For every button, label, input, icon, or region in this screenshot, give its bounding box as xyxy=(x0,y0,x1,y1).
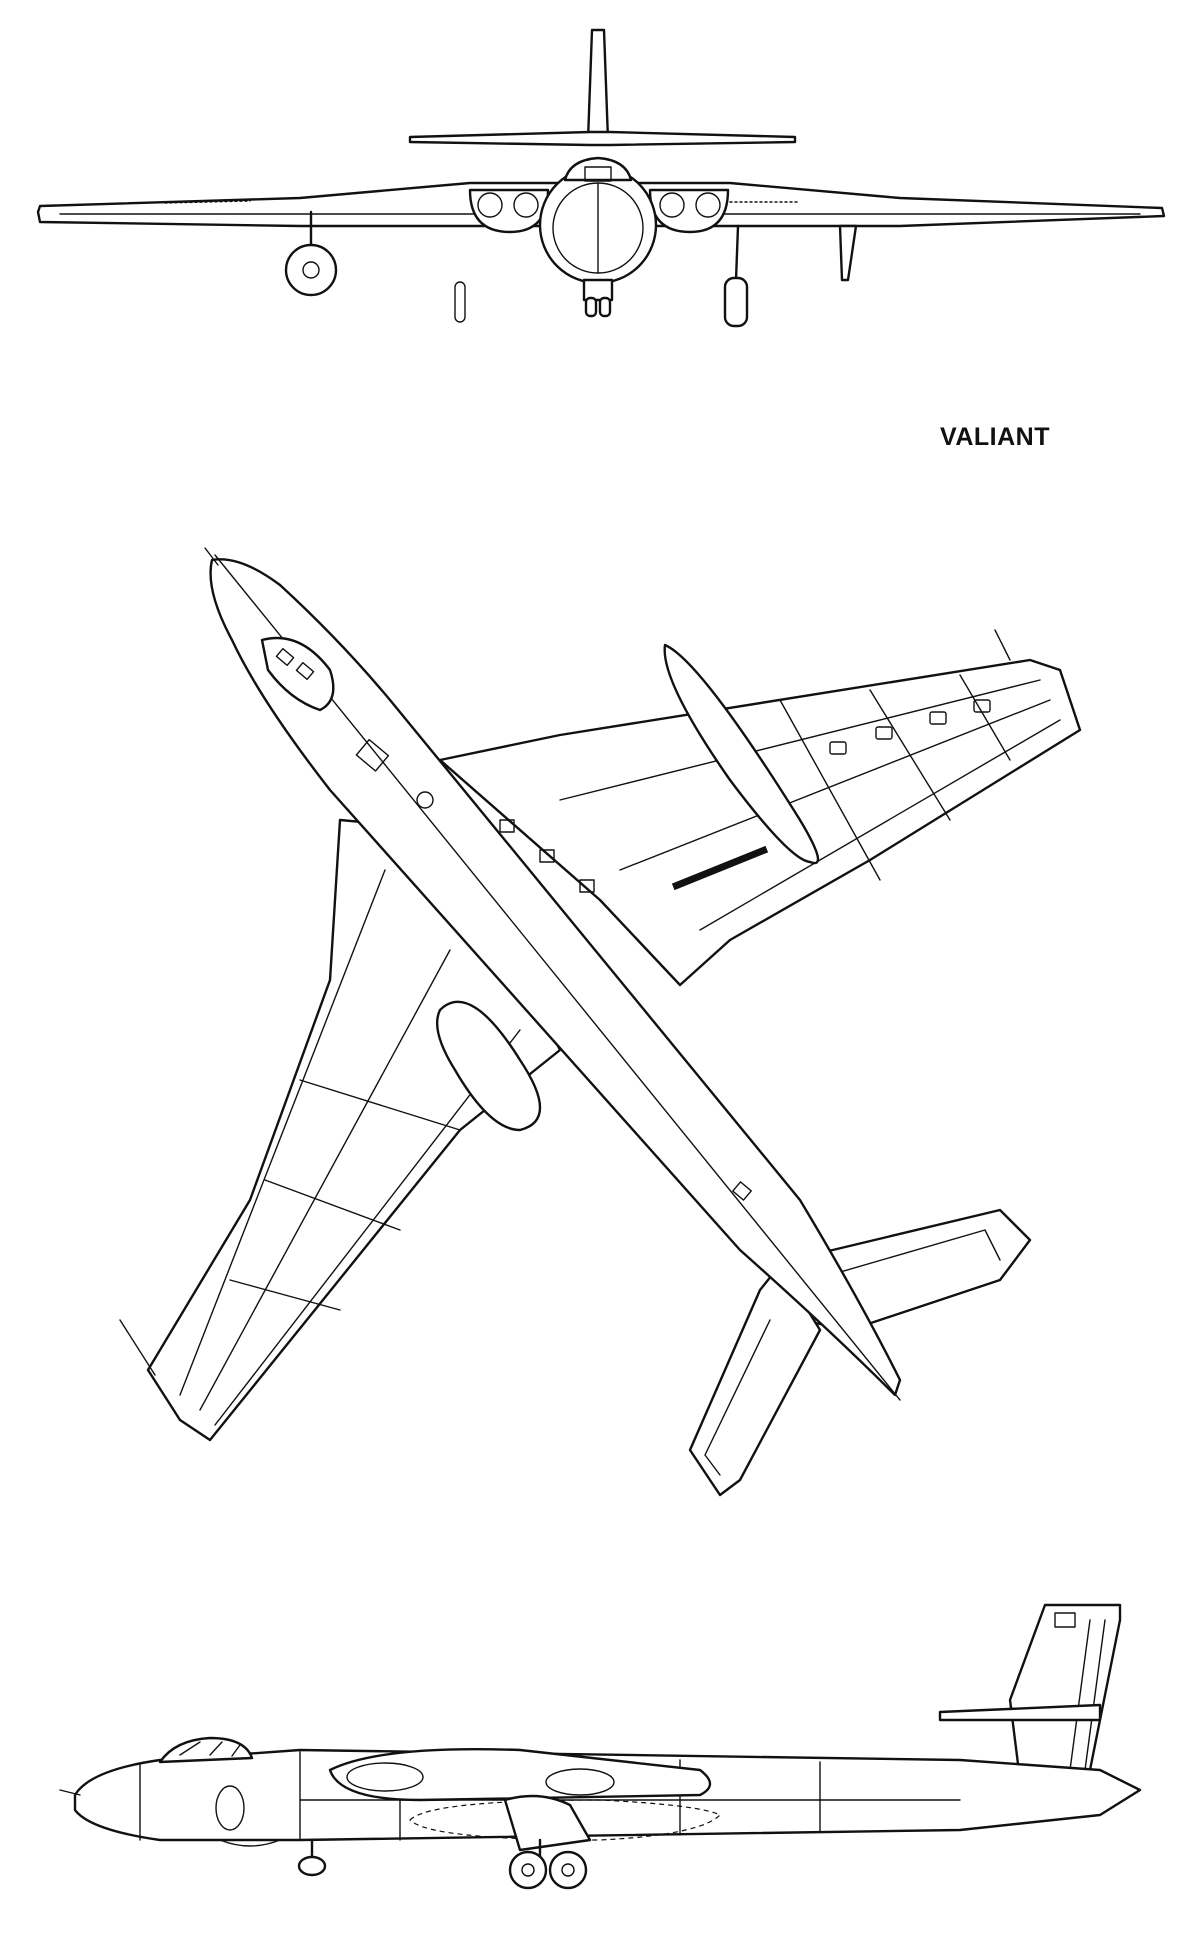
front-nose-wheel-l xyxy=(584,296,598,318)
plan-panel-f1 xyxy=(355,738,390,772)
front-canopy xyxy=(563,156,633,182)
plan-drop-tank-right xyxy=(663,643,820,865)
plan-wing-left-tip-aerial xyxy=(119,1319,156,1376)
side-main-hub-1 xyxy=(521,1863,535,1877)
side-rudder xyxy=(1069,1619,1106,1771)
side-nose-wheel xyxy=(297,1855,327,1877)
plan-wing-right-ribs xyxy=(779,674,1011,881)
plan-panel-r1 xyxy=(829,741,847,755)
plan-tailplane-left-line xyxy=(704,1319,771,1476)
front-intake-l1 xyxy=(477,192,503,218)
plan-seat-2 xyxy=(295,661,315,681)
plan-hatch xyxy=(416,791,434,809)
front-tailplane xyxy=(408,130,797,147)
side-tailplane xyxy=(938,1703,1102,1722)
side-view xyxy=(59,1603,1142,1890)
side-main-hub-2 xyxy=(561,1863,575,1877)
side-main-wheel-2 xyxy=(548,1850,588,1890)
front-nose-gear xyxy=(582,278,614,302)
plan-wing-right-flap xyxy=(619,699,1051,871)
side-crew-door xyxy=(215,1785,245,1831)
plan-wing-right-aileron xyxy=(699,719,1061,931)
side-belly-fairing xyxy=(219,1839,281,1847)
front-drop-tank xyxy=(284,243,338,297)
plan-wing-left-ribs xyxy=(229,1079,461,1311)
plan-panel-f4 xyxy=(579,879,595,893)
front-view xyxy=(36,28,1166,328)
front-wing-pod xyxy=(838,224,858,282)
side-intake-2 xyxy=(545,1768,615,1796)
plan-fuselage xyxy=(209,558,902,1397)
plan-tailplane-right-line xyxy=(829,1229,1001,1276)
side-canopy xyxy=(158,1736,254,1764)
plan-panel-f2 xyxy=(499,819,515,833)
plan-view xyxy=(119,547,1082,1497)
front-nose-wheel-r xyxy=(598,296,612,318)
plan-panel-r3 xyxy=(929,711,947,725)
plan-wing-right xyxy=(438,658,1082,987)
plan-wing-left-flap xyxy=(199,949,451,1411)
front-aerial xyxy=(454,281,466,323)
plan-engine-left xyxy=(436,1000,542,1132)
side-nose-probe xyxy=(59,1789,81,1796)
plan-wing-left-aileron xyxy=(214,1029,521,1426)
front-windscreen xyxy=(584,166,612,182)
front-intake-r1 xyxy=(659,192,685,218)
side-canopy-frames xyxy=(179,1741,241,1757)
side-fin-panel xyxy=(1054,1612,1076,1628)
side-main-wheel-1 xyxy=(508,1850,548,1890)
side-wing-root xyxy=(328,1747,712,1802)
front-wing-vents-left xyxy=(164,200,251,204)
plan-panel-f3 xyxy=(539,849,555,863)
plan-wing-left-spar xyxy=(179,869,386,1396)
plan-wing-right-spar xyxy=(559,679,1041,801)
plan-panel-r4 xyxy=(973,699,991,713)
front-intake-r2 xyxy=(695,192,721,218)
plan-panel-f5 xyxy=(732,1181,752,1201)
aircraft-title: VALIANT xyxy=(940,423,1050,451)
side-gear-pod xyxy=(503,1794,592,1852)
front-main-wheels xyxy=(723,276,749,328)
side-intake-1 xyxy=(346,1762,424,1792)
plan-panel-r2 xyxy=(875,726,893,740)
front-intake-l2 xyxy=(513,192,539,218)
plan-tailplane-left xyxy=(688,1263,822,1497)
plan-seat-1 xyxy=(275,647,295,667)
front-fin xyxy=(586,28,610,142)
plan-nose-probe xyxy=(204,547,219,566)
plan-wing-right-tip-aerial xyxy=(994,629,1011,661)
plan-cockpit xyxy=(260,636,335,712)
side-drop-tank xyxy=(409,1799,722,1841)
front-drop-tank-nose xyxy=(302,261,320,279)
front-main-gear-leg xyxy=(734,224,740,282)
plan-wing-right-vents xyxy=(671,845,769,891)
